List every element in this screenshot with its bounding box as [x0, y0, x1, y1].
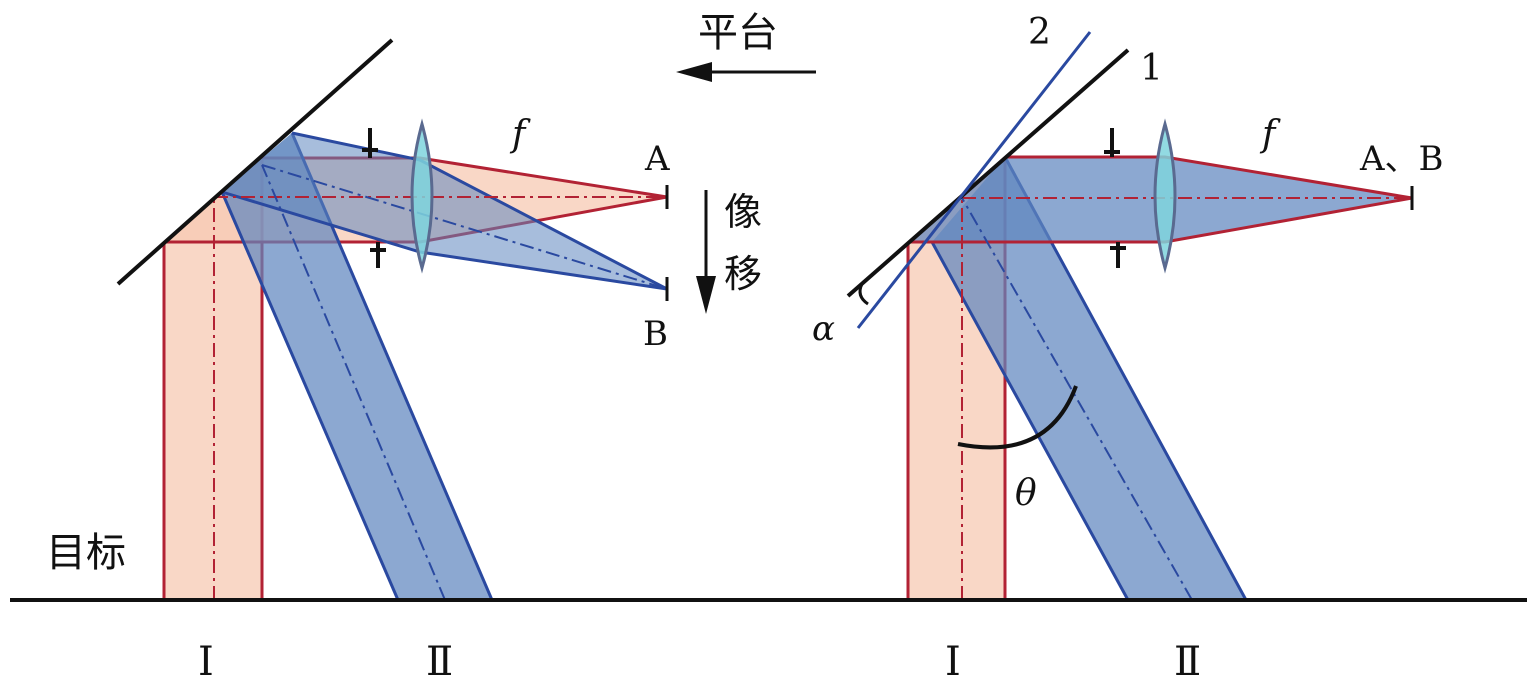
label-mirror-1: 1 — [1140, 48, 1163, 89]
right-lens — [1153, 118, 1177, 274]
right-beam-II — [932, 157, 1246, 600]
right-stop-top — [1104, 128, 1120, 157]
label-platform: 平台 — [698, 10, 778, 56]
label-mirror-2: 2 — [1028, 12, 1051, 53]
theta-arc — [957, 385, 1078, 450]
left-mirror — [116, 38, 394, 286]
right-diagram: 2 1 f A、B α θ Ⅰ Ⅱ — [812, 12, 1444, 685]
label-beam-II-left: Ⅱ — [426, 639, 453, 685]
right-mirror-2 — [856, 31, 1092, 329]
left-beam-II — [222, 133, 492, 600]
label-beam-II-right: Ⅱ — [1174, 639, 1201, 685]
left-stop-top — [362, 128, 378, 158]
label-point-a: A — [644, 139, 670, 179]
label-beam-I-left: Ⅰ — [198, 639, 214, 685]
right-mirror-1 — [846, 48, 1130, 298]
left-stop-bottom — [370, 242, 386, 268]
arrow-down-icon — [696, 190, 716, 314]
left-beam-II-focus — [222, 133, 667, 289]
label-target: 目标 — [46, 530, 126, 576]
label-beam-I-right: Ⅰ — [945, 639, 961, 685]
label-focal-right: f — [1259, 114, 1281, 155]
label-focal-left: f — [509, 114, 531, 155]
label-theta: θ — [1015, 473, 1037, 514]
alpha-arc — [858, 283, 869, 306]
arrow-left-icon — [676, 62, 816, 82]
label-point-ab: A、B — [1359, 139, 1444, 179]
label-alpha: α — [812, 309, 835, 349]
label-shift-1: 像 — [724, 190, 762, 234]
label-point-b: B — [643, 314, 668, 354]
right-stop-bottom — [1110, 242, 1126, 268]
platform-motion: 平台 — [676, 10, 816, 82]
label-shift-2: 移 — [724, 252, 762, 296]
left-lens — [410, 118, 434, 274]
left-diagram: f A B 像 移 目标 Ⅰ Ⅱ — [46, 38, 762, 685]
